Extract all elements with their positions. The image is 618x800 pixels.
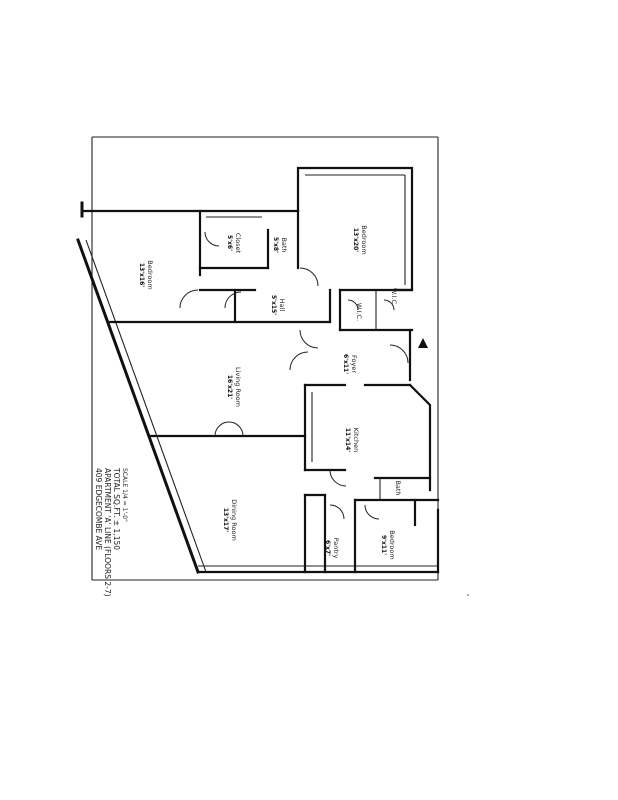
door-entry — [389, 344, 409, 364]
room-dining-room-name: Dining Room — [230, 499, 238, 541]
room-hall-dim: 5'x15' — [270, 295, 277, 315]
door-hall — [299, 329, 319, 349]
plan-header: 409 EDGECOMBE AVE APARTMENT 'A' LINE (FL… — [94, 467, 128, 597]
room-bedroom-3: Bedroom 9'x11' — [380, 530, 396, 559]
room-bath-2: Bath — [394, 480, 402, 495]
room-wic-1: W.I.C. — [355, 303, 363, 321]
room-bedroom-1: Bedroom 13'x16' — [138, 260, 154, 289]
room-kitchen-dim: 11'x14' — [344, 428, 351, 452]
door-bath-1 — [224, 291, 242, 309]
room-hall-name: Hall — [278, 299, 286, 312]
room-foyer-dim: 6'x11' — [342, 354, 349, 374]
door-bedroom-3 — [364, 504, 380, 520]
room-bath-1-dim: 5'x8' — [272, 237, 279, 253]
room-bath-1-name: Bath — [280, 237, 288, 252]
room-living-room-dim: 16'x21' — [226, 375, 233, 399]
kitchen-right-wall — [408, 383, 432, 492]
room-bath-1: Bath 5'x8' — [272, 237, 288, 253]
room-bath-2-name: Bath — [394, 480, 402, 495]
room-closet: Closet 5'x6' — [226, 233, 242, 254]
diagonal-exterior-wall-inner — [85, 239, 207, 573]
room-dining-room: Dining Room 13'x17' — [222, 499, 238, 541]
door-dining-a — [214, 421, 230, 437]
header-line-1: 409 EDGECOMBE AVE — [94, 468, 103, 550]
room-bedroom-2-name: Bedroom — [360, 225, 368, 254]
diagonal-exterior-wall — [76, 238, 200, 574]
room-dining-room-dim: 13'x17' — [222, 508, 229, 532]
header-line-4: SCALE 1/4 = 1'-0" — [121, 468, 128, 522]
room-wic-2: W.I.C. — [390, 288, 398, 306]
room-bedroom-1-dim: 13'x16' — [138, 263, 145, 287]
room-wic-2-name: W.I.C. — [390, 288, 398, 306]
room-pantry-name: Pantry — [332, 538, 340, 559]
header-line-3: TOTAL SQ.FT. ± 1,150 — [112, 467, 121, 550]
door-pantry — [329, 504, 345, 520]
door-wic-b — [383, 299, 395, 311]
room-living-room: Living Room 16'x21' — [226, 367, 242, 407]
header-line-2: APARTMENT 'A' LINE (FLOORS 2-7) — [103, 468, 112, 597]
door-bedroom-2 — [299, 267, 319, 287]
room-pantry-dim: 6'x7' — [324, 540, 331, 556]
room-pantry: Pantry 6'x7' — [324, 538, 340, 559]
stray-mark — [467, 594, 469, 596]
room-closet-name: Closet — [234, 233, 242, 254]
room-bedroom-1-name: Bedroom — [146, 260, 154, 289]
door-kitchen — [329, 469, 347, 487]
room-wic-1-name: W.I.C. — [355, 303, 363, 321]
door-dining-b — [228, 421, 244, 437]
room-bedroom-2-dim: 13'x20' — [352, 228, 359, 252]
door-closet — [204, 231, 220, 247]
room-foyer: Foyer 6'x11' — [342, 354, 358, 374]
room-foyer-name: Foyer — [350, 355, 358, 373]
entry-arrow-icon — [418, 338, 428, 348]
door-living-room — [289, 351, 309, 371]
room-closet-dim: 5'x6' — [226, 235, 233, 251]
door-bedroom-1 — [179, 289, 199, 309]
room-hall: Hall 5'x15' — [270, 295, 286, 315]
room-bedroom-3-name: Bedroom — [388, 530, 396, 559]
room-bedroom-2: Bedroom 13'x20' — [352, 225, 368, 254]
room-bedroom-3-dim: 9'x11' — [380, 535, 387, 555]
room-kitchen: Kitchen 11'x14' — [344, 428, 360, 453]
room-kitchen-name: Kitchen — [352, 428, 360, 452]
door-wic-a — [347, 299, 359, 311]
room-living-room-name: Living Room — [234, 367, 242, 407]
